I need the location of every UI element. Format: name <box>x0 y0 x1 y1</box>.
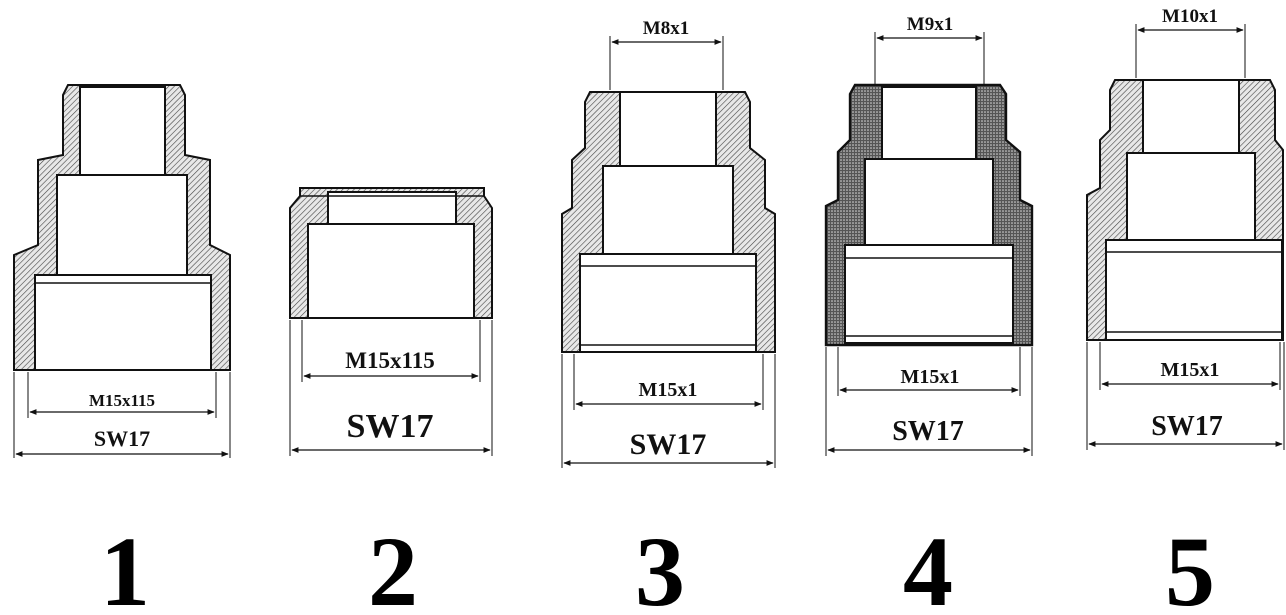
fitting-4-number: 4 <box>903 516 953 615</box>
fitting-3-bottom-thread: M15x1 <box>639 379 698 401</box>
fitting-1-bottom-thread: M15x115 <box>89 391 155 410</box>
fitting-1-number: 1 <box>100 516 150 615</box>
fitting-2-bottom-thread: M15x115 <box>345 348 434 373</box>
fitting-5-bottom-thread: M15x1 <box>1161 359 1220 381</box>
fitting-2-bore-top <box>327 191 457 225</box>
fitting-1: M15x115 SW17 1 <box>13 84 231 615</box>
fitting-2-bore-bottom <box>307 223 475 319</box>
fitting-4-bore-mid <box>864 158 994 246</box>
fitting-4: M9x1 M15x1 SW17 4 <box>824 14 1034 615</box>
fitting-5-number: 5 <box>1165 516 1215 615</box>
fitting-3-number: 3 <box>635 516 685 615</box>
fitting-4-bore-bottom <box>844 244 1014 344</box>
fitting-2: M15x115 SW17 2 <box>289 187 493 615</box>
fitting-3-top-thread: M8x1 <box>643 18 689 39</box>
fitting-1-wrench-size: SW17 <box>94 426 150 451</box>
fitting-5-bore-top <box>1142 79 1240 154</box>
fitting-2-number: 2 <box>368 516 418 615</box>
fitting-3: M8x1 M15x1 SW17 3 <box>561 18 776 615</box>
fitting-4-wrench-size: SW17 <box>892 416 964 447</box>
fitting-5-bore-mid <box>1126 152 1256 241</box>
fitting-1-bore-mid <box>56 174 188 276</box>
fitting-5: M10x1 M15x1 SW17 5 <box>1086 6 1285 615</box>
fitting-2-wrench-size: SW17 <box>347 408 434 445</box>
fitting-3-bore-top <box>619 91 717 167</box>
fitting-5-bore-bottom <box>1105 239 1283 341</box>
fitting-5-top-thread: M10x1 <box>1162 6 1218 27</box>
fitting-1-bore-top <box>79 86 166 176</box>
fitting-3-bore-bottom <box>579 253 757 353</box>
fitting-1-bore-bottom <box>34 274 212 371</box>
fitting-4-top-thread: M9x1 <box>907 14 953 35</box>
fitting-3-wrench-size: SW17 <box>630 428 707 461</box>
fitting-4-bore-top <box>881 86 977 160</box>
fitting-3-bore-mid <box>602 165 734 255</box>
fitting-4-bottom-thread: M15x1 <box>901 366 960 388</box>
fitting-5-wrench-size: SW17 <box>1151 411 1223 442</box>
